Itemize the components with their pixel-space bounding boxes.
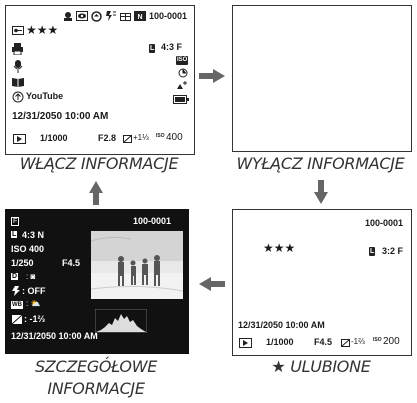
- detail-exposure-icon: [12, 315, 22, 324]
- screen-info-on: N 100-0001 ★★★ YouTube L 4:3 F ISO 12/31…: [5, 5, 195, 155]
- caption-detail-line2: INFORMACJE: [47, 379, 145, 398]
- iso-value: 400: [166, 132, 183, 143]
- screen-detail: F 100-0001 L 4:3 N ISO 400 1/250 F4.5 D …: [5, 209, 189, 354]
- detail-shutter: 1/250: [11, 258, 34, 268]
- iso-badge: ISO: [176, 56, 189, 65]
- fav-shutter: 1/1000: [266, 337, 294, 347]
- fav-exposure-comp: -1⅔: [351, 337, 365, 346]
- iso-label: ISO: [156, 133, 165, 139]
- voice-memo-icon: [13, 60, 23, 73]
- metering-icon: : ◙: [26, 272, 36, 281]
- fav-stars: ★★★: [263, 241, 296, 255]
- print-icon: [12, 43, 23, 55]
- detail-aperture: F4.5: [62, 258, 81, 268]
- caption-info-on: WŁĄCZ INFORMACJE: [19, 154, 179, 173]
- caption-detail-line1: SZCZEGÓŁOWE: [34, 357, 158, 376]
- detail-iso: ISO 400: [11, 244, 45, 254]
- film-badge-text: F: [13, 218, 18, 225]
- gift-icon: [120, 13, 131, 21]
- detail-size-quality: 4:3 N: [22, 230, 45, 240]
- wb-badge: WB: [11, 301, 23, 309]
- auto-rotate-icon: [91, 11, 102, 22]
- datetime: 12/31/2050 10:00 AM: [12, 111, 109, 122]
- fav-iso-value: 200: [383, 336, 400, 347]
- caption-info-off: WYŁĄCZ INFORMACJE: [236, 154, 405, 173]
- screen-info-off: [232, 5, 412, 152]
- film-simulation-badge: L: [149, 44, 156, 53]
- caption-favorites: ★ ULUBIONE: [271, 357, 371, 376]
- arrow-down: [314, 180, 328, 204]
- battery-icon: [173, 95, 189, 104]
- detail-exposure-comp: : -1⅔: [24, 314, 46, 324]
- face-detect-icon: [64, 12, 72, 21]
- size-quality: 4:3 F: [161, 42, 183, 52]
- wb-icon: : ⛅: [26, 299, 41, 308]
- drive-mode-icon: D: [11, 273, 19, 280]
- size-badge: L: [11, 231, 18, 238]
- arrow-left: [199, 277, 225, 291]
- nr-icon: N: [134, 11, 146, 21]
- red-eye-icon: [76, 11, 88, 21]
- upload-icon: [12, 91, 24, 103]
- fav-exposure-comp-icon: [341, 339, 350, 347]
- aperture: F2.8: [98, 133, 117, 143]
- fav-aperture: F4.5: [314, 337, 333, 347]
- svg-text:N: N: [137, 14, 142, 21]
- favorite-stars: ★★★: [26, 23, 59, 37]
- protect-icon: [12, 26, 24, 35]
- histogram: [95, 309, 147, 333]
- exposure-comp-icon: [123, 135, 132, 143]
- screen-favorites: 100-0001 ★★★ L 3:2 F 12/31/2050 10:00 AM…: [232, 209, 412, 356]
- frame-number: 100-0001: [149, 11, 188, 21]
- youtube-label: YouTube: [26, 91, 64, 101]
- white-balance-icon: [177, 81, 187, 89]
- fav-size-quality: 3:2 F: [382, 246, 404, 256]
- stabilization-icon: [178, 68, 188, 78]
- shutter-speed: 1/1000: [40, 133, 68, 143]
- exposure-comp: +1⅓: [133, 133, 149, 142]
- detail-flash: : OFF: [22, 286, 46, 296]
- sound-flash-icon: [106, 11, 116, 21]
- caption-detail: SZCZEGÓŁOWE INFORMACJE: [0, 356, 196, 400]
- photo-thumbnail: [91, 231, 183, 299]
- fav-play-icon: [239, 338, 252, 348]
- photobook-icon: [12, 78, 24, 87]
- fav-frame-number: 100-0001: [365, 218, 404, 228]
- detail-film-badge: F: [11, 217, 20, 226]
- detail-datetime: 12/31/2050 10:00 AM: [11, 331, 98, 341]
- fav-iso-label: ISO: [373, 337, 382, 343]
- arrow-up: [89, 181, 103, 205]
- detail-frame-number: 100-0001: [133, 216, 172, 226]
- flash-icon: [12, 286, 20, 296]
- play-icon: [13, 134, 26, 144]
- arrow-right: [199, 69, 225, 83]
- fav-film-badge: L: [369, 247, 376, 256]
- fav-datetime: 12/31/2050 10:00 AM: [238, 320, 325, 330]
